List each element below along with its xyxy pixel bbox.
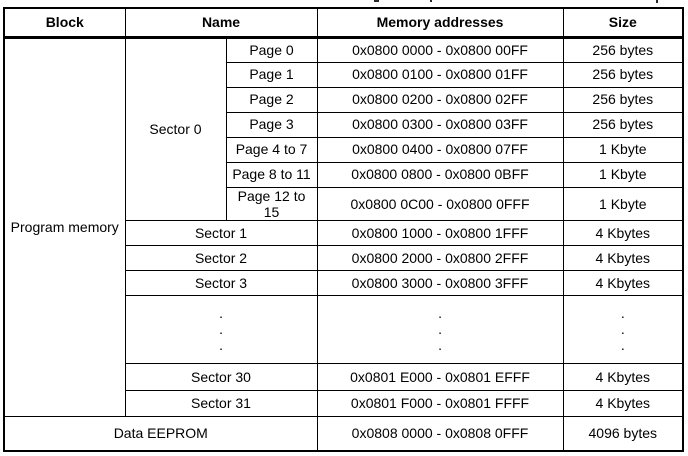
cell-page-name: Page 3	[225, 111, 318, 138]
cell-size: 4 Kbytes	[562, 219, 684, 246]
cell-sector-0: Sector 0	[124, 36, 227, 221]
cell-sector-name: Sector 2	[124, 244, 318, 271]
cell-page-name: Page 12 to 15	[225, 186, 318, 221]
table-row: Page 8 to 11 0x0800 0800 - 0x0800 0BFF 1…	[4, 161, 684, 188]
table-row: Page 4 to 7 0x0800 0400 - 0x0800 07FF 1 …	[4, 136, 684, 163]
cropped-caption-fragment	[430, 0, 432, 2]
cell-sector-name: Sector 1	[124, 219, 318, 246]
table-row: Page 3 0x0800 0300 - 0x0800 03FF 256 byt…	[4, 111, 684, 138]
cell-size: 4 Kbytes	[562, 389, 684, 417]
cell-size: 1 Kbyte	[562, 161, 684, 188]
cell-page-name: Page 4 to 7	[225, 136, 318, 163]
cell-addresses: 0x0800 0000 - 0x0800 00FF	[316, 36, 564, 63]
cell-addresses: 0x0801 E000 - 0x0801 EFFF	[316, 362, 564, 391]
cell-addresses: 0x0800 0300 - 0x0800 03FF	[316, 111, 564, 138]
cropped-caption-fragment	[656, 0, 658, 3]
cell-data-eeprom: Data EEPROM	[3, 415, 318, 452]
table-row: Page 1 0x0800 0100 - 0x0800 01FF 256 byt…	[4, 61, 684, 88]
cell-addresses: 0x0800 0400 - 0x0800 07FF	[316, 136, 564, 163]
cell-addresses: 0x0800 0200 - 0x0800 02FF	[316, 86, 564, 113]
cell-sector-name: Sector 31	[124, 389, 318, 417]
table-continuation-border-stub	[563, 445, 564, 451]
cell-addresses: 0x0800 3000 - 0x0800 3FFF	[316, 269, 564, 296]
cell-addresses: 0x0808 0000 - 0x0808 0FFF	[316, 415, 564, 452]
table-row: Sector 31 0x0801 F000 - 0x0801 FFFF 4 Kb…	[4, 389, 684, 417]
table-header-row: Block Name Memory addresses Size	[3, 7, 684, 39]
cell-size: 4096 bytes	[562, 415, 684, 452]
cell-addresses: 0x0800 0800 - 0x0800 0BFF	[316, 161, 564, 188]
header-memory-addresses: Memory addresses	[316, 7, 564, 39]
cell-ellipsis-addresses: . . .	[316, 294, 564, 364]
cell-size: 256 bytes	[562, 111, 684, 138]
cell-ellipsis-size: . . .	[562, 294, 684, 364]
cell-size: 256 bytes	[562, 36, 684, 63]
cell-size: 4 Kbytes	[562, 362, 684, 391]
cell-size: 256 bytes	[562, 61, 684, 88]
table-row-data-eeprom: Data EEPROM 0x0808 0000 - 0x0808 0FFF 40…	[3, 415, 684, 452]
cell-block-program-memory: Program memory	[3, 36, 126, 417]
cell-addresses: 0x0800 2000 - 0x0800 2FFF	[316, 244, 564, 271]
cell-addresses: 0x0800 0C00 - 0x0800 0FFF	[316, 186, 564, 221]
table-row: Page 12 to 15 0x0800 0C00 - 0x0800 0FFF …	[4, 186, 684, 221]
header-size: Size	[562, 7, 684, 39]
cropped-caption-fragment	[374, 0, 379, 2]
cell-sector-name: Sector 30	[124, 362, 318, 391]
cell-ellipsis-name: . . .	[124, 294, 318, 364]
cell-addresses: 0x0800 1000 - 0x0800 1FFF	[316, 219, 564, 246]
ellipsis-row: . . . . . . . . .	[4, 294, 684, 364]
cell-sector-name: Sector 3	[124, 269, 318, 296]
table-row: Sector 1 0x0800 1000 - 0x0800 1FFF 4 Kby…	[4, 219, 684, 246]
flash-memory-organization-table: Block Name Memory addresses Size Program…	[3, 7, 685, 453]
table-row: Program memory Sector 0 Page 0 0x0800 00…	[3, 36, 684, 417]
cell-size: 1 Kbyte	[562, 136, 684, 163]
header-name: Name	[124, 7, 318, 39]
cell-page-name: Page 0	[225, 36, 318, 63]
cell-size: 256 bytes	[562, 86, 684, 113]
cell-addresses: 0x0801 F000 - 0x0801 FFFF	[316, 389, 564, 417]
header-block: Block	[3, 7, 126, 39]
cell-page-name: Page 8 to 11	[225, 161, 318, 188]
cell-size: 4 Kbytes	[562, 269, 684, 296]
cell-size: 1 Kbyte	[562, 186, 684, 221]
table-row: Page 2 0x0800 0200 - 0x0800 02FF 256 byt…	[4, 86, 684, 113]
cell-addresses: 0x0800 0100 - 0x0800 01FF	[316, 61, 564, 88]
table-row: Sector 2 0x0800 2000 - 0x0800 2FFF 4 Kby…	[4, 244, 684, 271]
cell-page-name: Page 2	[225, 86, 318, 113]
table-continuation-border-stub	[317, 445, 318, 451]
cell-page-name: Page 1	[225, 61, 318, 88]
cell-size: 4 Kbytes	[562, 244, 684, 271]
